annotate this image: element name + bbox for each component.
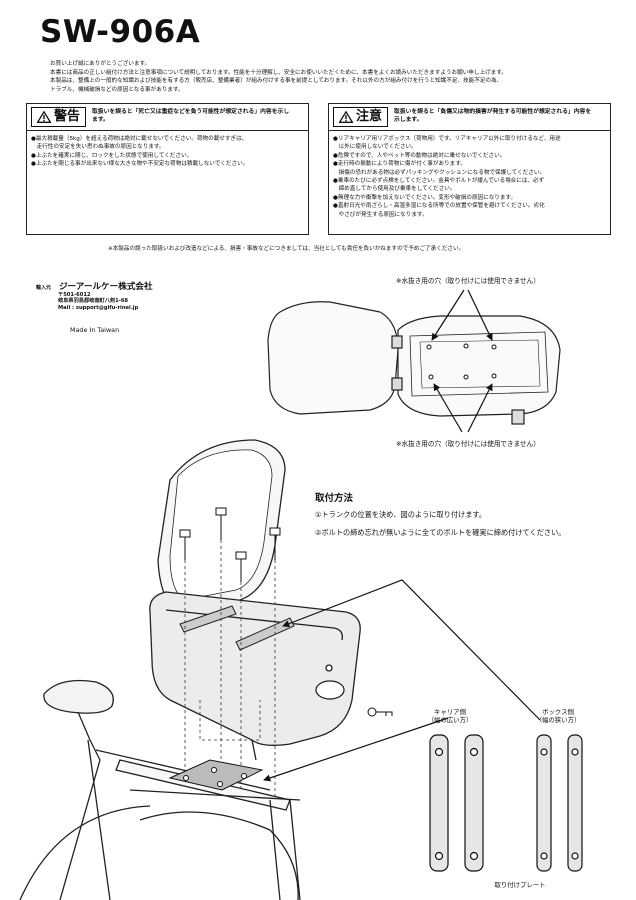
caution-item: 損傷の恐れがある物は必ずパッキングやクッションになる物で保護してください。 <box>333 169 546 176</box>
importer-company: ジーアールケー株式会社 <box>58 282 153 292</box>
plate-caption: 取り付けプレート <box>494 881 546 889</box>
drain-holes <box>426 343 497 380</box>
importer-address: 岐阜県羽島郡岐南町八剣1-68 <box>58 298 129 305</box>
intro-line: 本書には商品の正しい組付け方法と注意事項について説明しております。性能を十分理解… <box>50 69 507 76</box>
caution-item: やさびが発生する原因になります。 <box>333 211 428 218</box>
bolt-icon <box>179 529 191 560</box>
caution-item: ●乗車のたびに必ず点検をしてください。金具やボルトが緩んでいる場合には、必ず <box>333 178 545 185</box>
box-plate-narrow <box>567 734 583 872</box>
warning-item: ●最大積載量（5kg）を超える荷物は絶対に載せないでください。荷物の載せすぎは、 <box>31 136 248 142</box>
carrier-side-label: キャリア側 （幅の広い方） <box>427 708 473 724</box>
open-box-diagram <box>267 301 561 425</box>
caution-item: ●無理な力や衝撃を加えないでください。変形や破損の原因になります。 <box>333 194 517 201</box>
model-title: SW-906A <box>40 14 201 50</box>
importer-label: 輸入元 <box>36 285 52 291</box>
intro-line: トラブル、機械破損などの原因となる事があります。 <box>50 86 184 93</box>
importer-info: 輸入元 ジーアールケー株式会社 〒501-6012 岐阜県羽島郡岐南町八剣1-6… <box>36 282 153 311</box>
pointer-lines <box>263 579 541 782</box>
caution-item: ●直射日光や雨ざらし・高湿多湿になる所等での放置や保管を避けてください。劣化 <box>333 203 545 210</box>
warning-header: 警告 取扱いを誤ると「死亡又は重症などを負う可能性が想定される」内容を示します。 <box>27 104 308 131</box>
drain-hole-arrows <box>431 289 493 433</box>
caution-items: ●リアキャリア用リアボックス（荷物用）です。リアキャリア以外に取り付けるなど、用… <box>329 131 610 219</box>
bolt-icon <box>269 527 281 560</box>
caution-triangle-icon <box>339 111 353 123</box>
warning-item: ●上ぶたを確実に閉じ、ロックをした状態で使用してください。 <box>31 152 193 159</box>
carrier-plate-wide <box>464 734 484 872</box>
caution-item: 以外に使用しないでください。 <box>333 144 417 151</box>
method-step-2: ②ボルトの締め忘れが無いように全てのボルトを確実に締め付けてください。 <box>315 528 566 537</box>
warning-box: 警告 取扱いを誤ると「死亡又は重症などを負う可能性が想定される」内容を示します。… <box>26 103 309 235</box>
trunk-box <box>149 439 361 761</box>
box-plate-narrow <box>536 734 552 872</box>
caution-description: 取扱いを誤ると「負傷又は物的損害が発生する可能性が想定される」内容を示します。 <box>394 109 592 123</box>
method-title: 取付方法 <box>315 493 354 504</box>
caution-box: 注意 取扱いを誤ると「負傷又は物的損害が発生する可能性が想定される」内容を示しま… <box>328 103 611 235</box>
made-in: Made In Taiwan <box>70 326 120 334</box>
bolt-icon <box>215 507 227 540</box>
warning-badge: 警告 <box>31 107 87 127</box>
caution-badge-label: 注意 <box>356 108 383 124</box>
caution-badge: 注意 <box>333 107 389 127</box>
caution-item: ●走行時の振動により荷物に傷が付く事があります。 <box>333 161 466 168</box>
importer-postcode: 〒501-6012 <box>58 292 91 298</box>
intro-line: お買い上げ誠にありがとうございます。 <box>50 61 151 67</box>
warning-description: 取扱いを誤ると「死亡又は重症などを負う可能性が想定される」内容を示します。 <box>92 109 290 123</box>
intro-line: 本製品は、整備上の一般的な知識および技能を有する方（販売店、整備業者）が組み付け… <box>50 78 503 85</box>
method-step-1: ①トランクの位置を決め、図のように取り付けます。 <box>315 510 487 519</box>
caution-item: ●危険ですので、人やペット等の動物は絶対に乗せないでください。 <box>333 152 506 159</box>
warning-badge-label: 警告 <box>54 108 81 124</box>
bolts <box>179 507 281 582</box>
disclaimer: ※本製品の誤った取扱いおよび改造などによる、損害・事故などにつきましては、当社と… <box>108 246 465 252</box>
importer-mail: Mail : support@gifu-rinei.jp <box>58 304 139 311</box>
mounting-plates <box>429 734 583 872</box>
key-icon <box>367 707 393 717</box>
warning-items: ●最大積載量（5kg）を超える荷物は絶対に載せないでください。荷物の載せすぎは、… <box>27 131 308 169</box>
warning-triangle-icon <box>37 111 51 123</box>
intro-text: お買い上げ誠にありがとうございます。 本書には商品の正しい組付け方法と注意事項に… <box>50 60 610 94</box>
caution-item: ●リアキャリア用リアボックス（荷物用）です。リアキャリア以外に取り付けるなど、用… <box>333 136 561 142</box>
bolt-icon <box>235 551 247 582</box>
guide-lines <box>184 540 276 800</box>
carrier-plate <box>168 759 264 791</box>
caution-item: 締め直してから使用及び乗車をしてください。 <box>333 186 456 193</box>
caution-header: 注意 取扱いを誤ると「負傷又は物的損害が発生する可能性が想定される」内容を示しま… <box>329 104 610 131</box>
warning-item: 走行性の安定を失い思わぬ事故の原因となります。 <box>31 144 165 151</box>
carrier-plate-wide <box>429 734 449 872</box>
inner-plates <box>179 605 295 651</box>
warning-item: ●上ぶたを閉じる事が出来ない様な大きな物や不安定な荷物は積載しないでください。 <box>31 161 249 168</box>
box-side-label: ボックス側 （幅の狭い方） <box>535 708 581 724</box>
drain-hole-note-top: ※水抜き用の穴（取り付けには使用できません） <box>396 277 540 285</box>
drain-hole-note-bottom: ※水抜き用の穴（取り付けには使用できません） <box>396 440 540 448</box>
